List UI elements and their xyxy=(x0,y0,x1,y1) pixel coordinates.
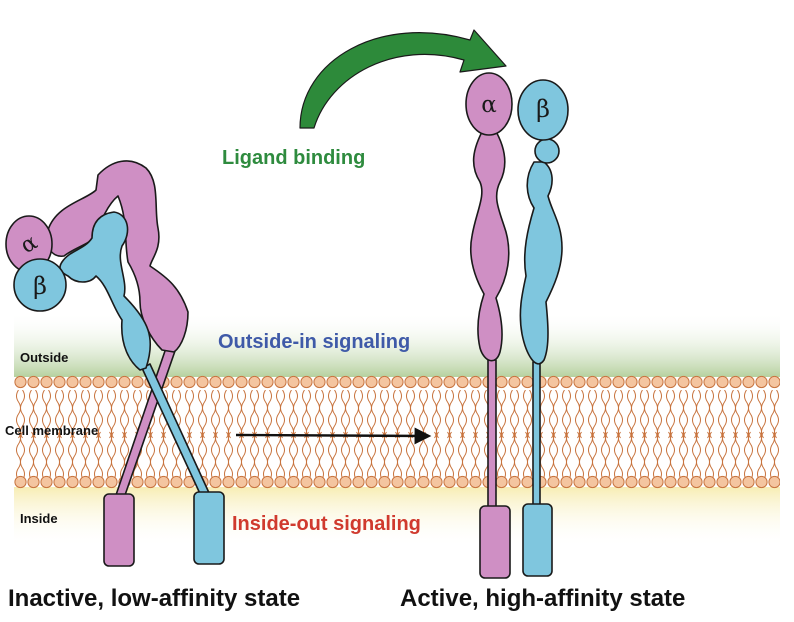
active-alpha-cytoplasmic-tail xyxy=(479,505,511,579)
inside-region xyxy=(14,487,780,547)
active-beta-letter: β xyxy=(536,95,550,123)
active-state-caption: Active, high-affinity state xyxy=(400,585,686,612)
outside-in-signaling-label: Outside-in signaling xyxy=(218,331,411,353)
inactive-beta-leg xyxy=(59,211,151,371)
inactive-integrin: α β xyxy=(5,160,225,567)
inactive-alpha-cytoplasmic-tail xyxy=(103,493,135,567)
cell-membrane-label: Cell membrane xyxy=(5,423,99,438)
inactive-beta-letter: β xyxy=(33,272,47,300)
outer-leaflet-heads xyxy=(14,372,780,392)
inside-out-signaling-label: Inside-out signaling xyxy=(232,513,421,535)
active-beta-cytoplasmic-tail xyxy=(522,503,553,577)
outside-label: Outside xyxy=(20,350,69,365)
active-alpha-head xyxy=(465,72,513,136)
active-beta-leg xyxy=(519,161,563,365)
inactive-beta-head xyxy=(13,258,67,312)
inside-label: Inside xyxy=(20,511,58,526)
active-alpha-letter: α xyxy=(481,92,497,118)
ligand-binding-arrow xyxy=(299,29,507,129)
active-beta-knob xyxy=(534,138,560,164)
inactive-beta-cytoplasmic-tail xyxy=(193,491,225,565)
active-beta-head xyxy=(517,79,569,141)
active-beta-transmembrane xyxy=(532,361,541,507)
active-alpha-leg xyxy=(469,127,510,362)
active-integrin: α β xyxy=(465,72,569,579)
active-alpha-transmembrane xyxy=(487,359,497,509)
transition-arrow xyxy=(235,427,432,445)
inactive-state-caption: Inactive, low-affinity state xyxy=(8,585,301,612)
ligand-binding-label: Ligand binding xyxy=(222,147,366,169)
